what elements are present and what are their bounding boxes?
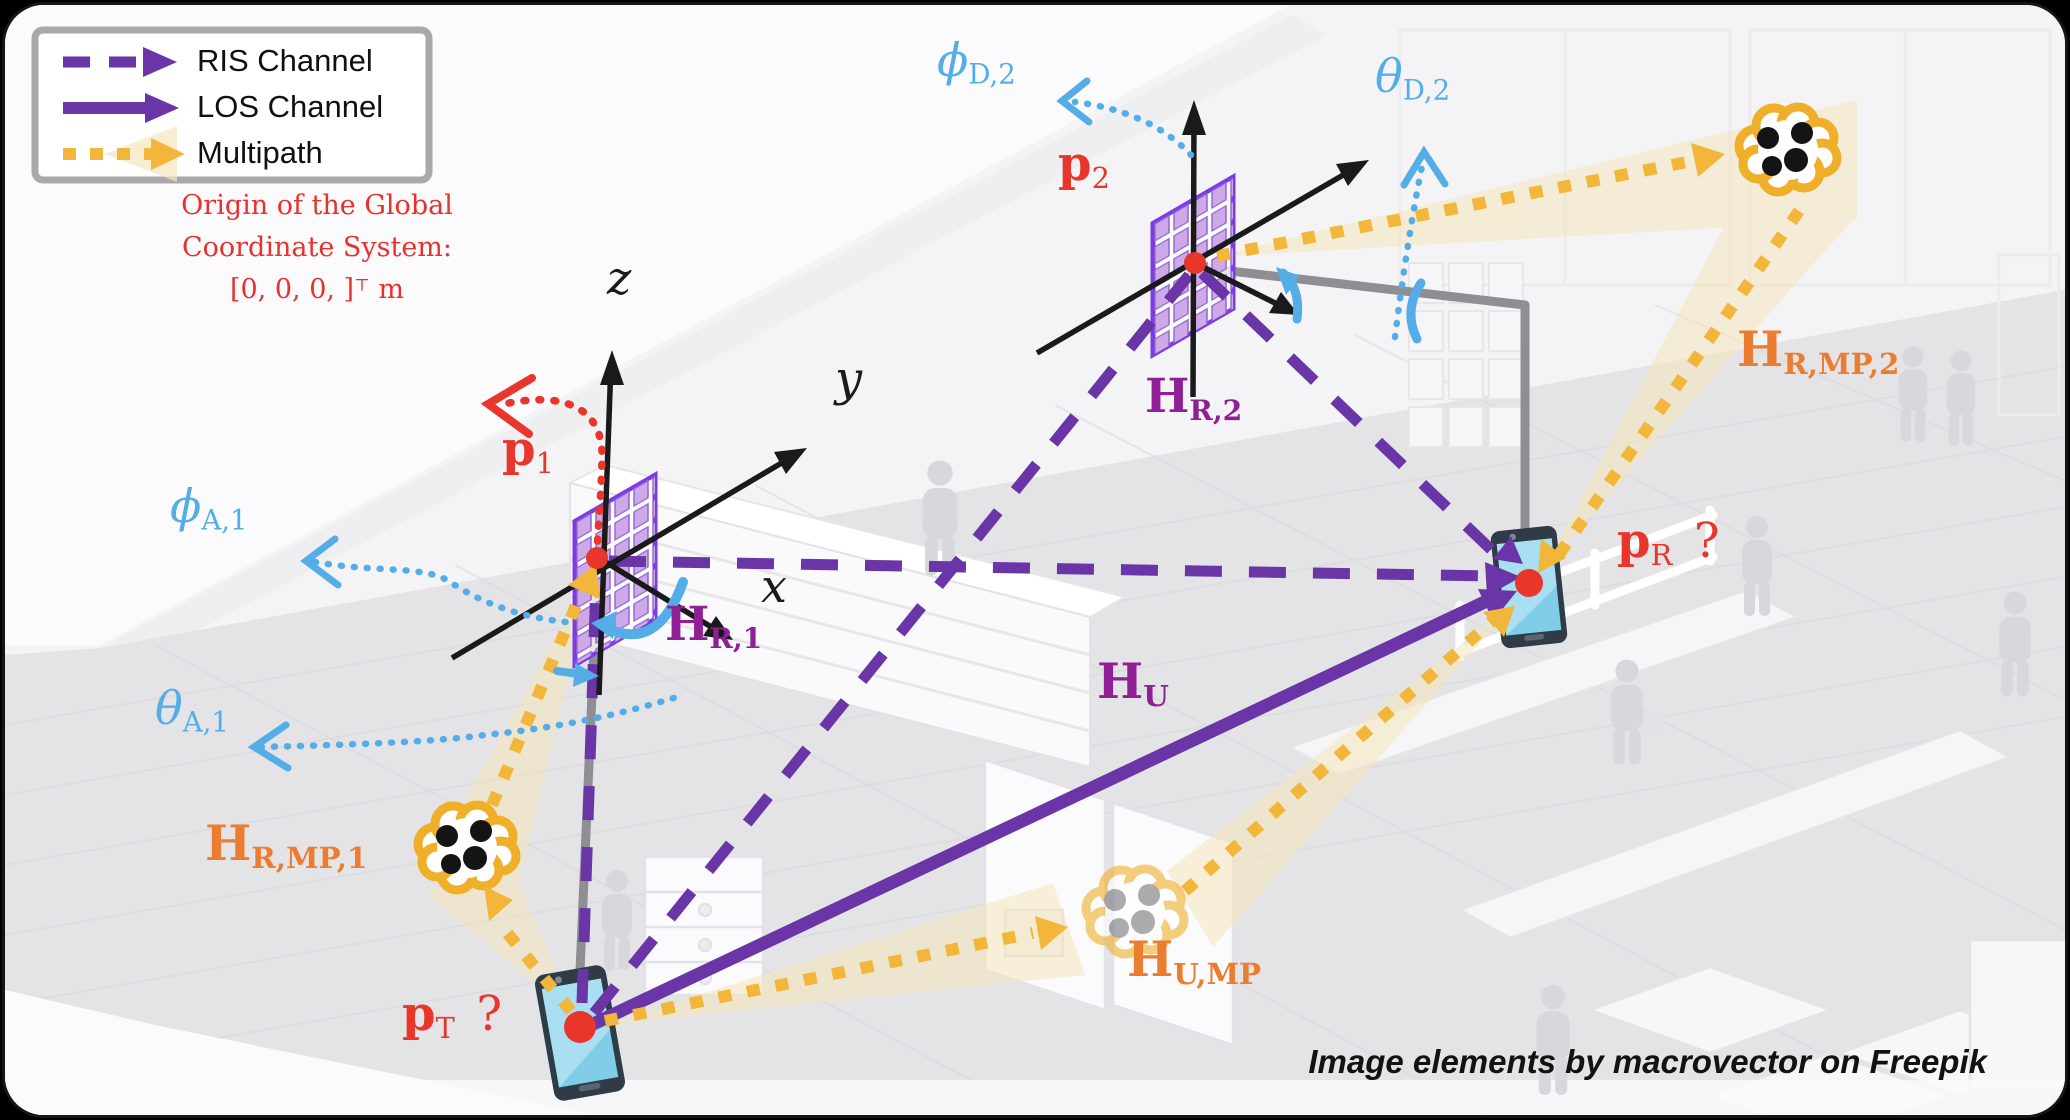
checkout-counters bbox=[1286, 588, 2014, 940]
label-HRMP1: HR,MP,1 bbox=[205, 814, 368, 876]
purple-arrowheads bbox=[1478, 536, 1523, 621]
origin-note-line3: [0, 0, 0, ]⊤ m bbox=[229, 273, 405, 305]
cluster-cloud-3 bbox=[1081, 864, 1189, 959]
cluster-cloud-2 bbox=[1734, 102, 1842, 197]
label-pT: pT? bbox=[402, 986, 503, 1046]
label-HUMP: HU,MP bbox=[1127, 930, 1262, 992]
ris-channel-lines bbox=[576, 269, 1507, 1017]
cluster-cloud-1 bbox=[413, 800, 521, 895]
axis-label-z: z bbox=[607, 251, 632, 305]
origin-note-line2: Coordinate System: bbox=[181, 231, 453, 263]
origin-note-line1: Origin of the Global bbox=[181, 190, 453, 221]
rx-dot bbox=[1515, 569, 1543, 597]
origin-arrow bbox=[480, 374, 606, 557]
legend-item-multipath: Multipath bbox=[197, 135, 323, 170]
angle-arrowheads bbox=[573, 267, 1300, 687]
label-HRMP2: HR,MP,2 bbox=[1737, 320, 1900, 382]
label-theta-D2: θD,2 bbox=[1375, 49, 1451, 107]
los-channel-line bbox=[588, 593, 1494, 1031]
axis-label-x: x bbox=[761, 559, 787, 613]
legend-box bbox=[31, 26, 433, 184]
origin-note: Origin of the Global Coordinate System: … bbox=[133, 185, 501, 311]
legend-item-ris: RIS Channel bbox=[197, 43, 373, 78]
label-p2: p2 bbox=[1058, 136, 1110, 196]
label-HR1: HR,1 bbox=[665, 597, 763, 655]
label-HU: HU bbox=[1097, 652, 1169, 714]
label-theta-A1: θA,1 bbox=[155, 681, 229, 739]
label-pR: pR? bbox=[1617, 513, 1720, 573]
position-dots bbox=[564, 252, 1543, 1043]
label-phi-A1: ϕA,1 bbox=[170, 479, 248, 537]
multipath-lines bbox=[486, 156, 1804, 1027]
legend-item-los: LOS Channel bbox=[197, 89, 384, 124]
tx-dot bbox=[564, 1011, 596, 1043]
ris1-dot bbox=[586, 547, 608, 569]
attribution: Image elements by macrovector on Freepik bbox=[1308, 1043, 1987, 1080]
label-p1: p1 bbox=[502, 421, 554, 481]
gold-arrowheads bbox=[484, 143, 1725, 950]
diagram-canvas bbox=[5, 5, 2065, 1115]
axis-label-y: y bbox=[835, 351, 863, 407]
people-silhouettes bbox=[602, 346, 2031, 1095]
ris2-dot bbox=[1184, 252, 1206, 274]
label-phi-D2: ϕD,2 bbox=[937, 33, 1016, 91]
label-HR2: HR,2 bbox=[1145, 369, 1243, 427]
